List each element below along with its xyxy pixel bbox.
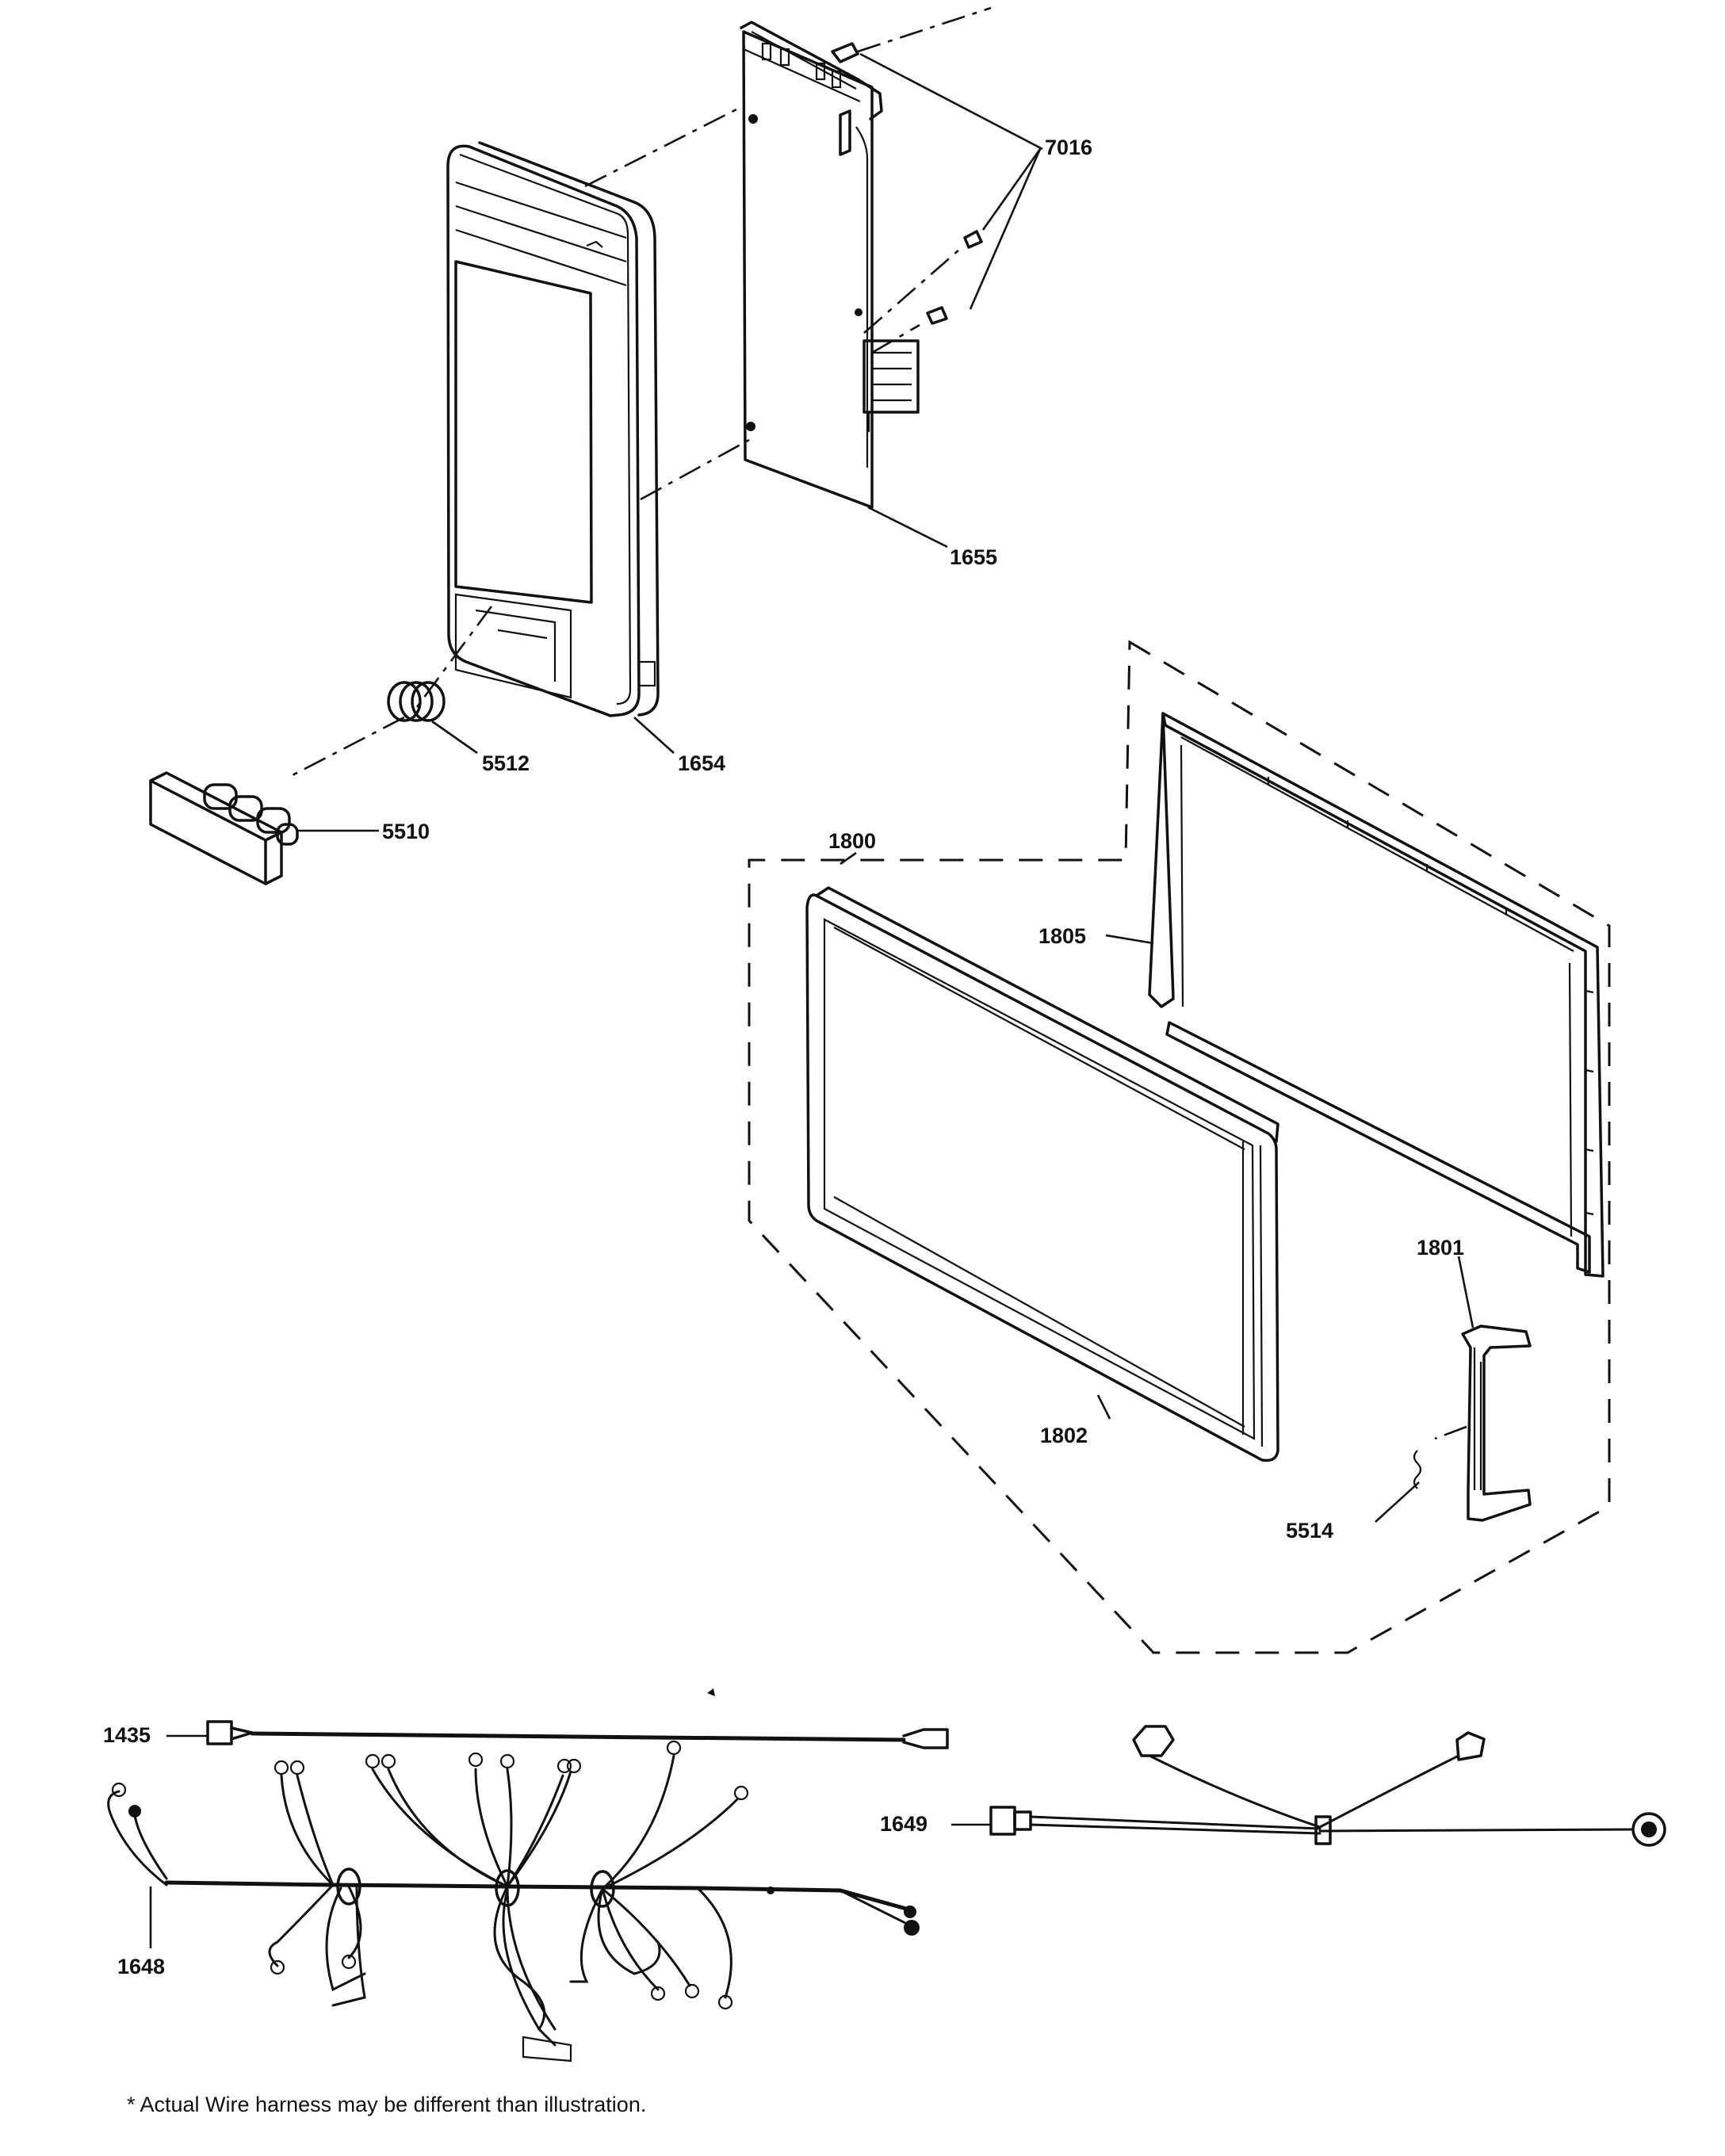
label-1435: 1435 (103, 1723, 151, 1747)
label-5510: 5510 (382, 820, 430, 843)
label-7016: 7016 (1045, 136, 1092, 159)
label-1800: 1800 (828, 829, 876, 853)
part-number-labels: 7016 1655 1654 5512 5510 1800 1805 1802 … (103, 136, 1464, 1978)
label-1802: 1802 (1040, 1424, 1088, 1447)
wire-harness-1648[interactable] (107, 1740, 920, 2062)
label-5514: 5514 (1286, 1519, 1333, 1542)
label-1648: 1648 (117, 1955, 165, 1978)
label-1649: 1649 (880, 1812, 928, 1836)
latch-1801[interactable] (1434, 1325, 1532, 1522)
wire-harness-footnote: * Actual Wire harness may be different t… (127, 2093, 647, 2116)
door-assembly-1800-boundary (748, 640, 1611, 1654)
label-1801: 1801 (1417, 1236, 1464, 1260)
door-frame-1805[interactable] (1148, 712, 1605, 1278)
wire-harness-1649[interactable] (989, 1725, 1666, 1847)
wire-1435[interactable] (206, 1688, 949, 1749)
label-1654: 1654 (678, 751, 725, 775)
control-panel-1654[interactable] (446, 141, 660, 717)
push-button-5510[interactable] (149, 771, 299, 885)
spring-5514[interactable] (1413, 1450, 1422, 1489)
screws-7016[interactable] (831, 42, 983, 325)
label-1805: 1805 (1038, 924, 1086, 948)
control-board-1655[interactable] (740, 21, 920, 509)
spring-5512[interactable] (387, 681, 446, 722)
label-5512: 5512 (482, 751, 530, 775)
leader-lines (149, 52, 1474, 1948)
assembly-lines (289, 6, 992, 778)
door-panel-1802[interactable] (805, 886, 1279, 1462)
label-1655: 1655 (950, 545, 997, 569)
